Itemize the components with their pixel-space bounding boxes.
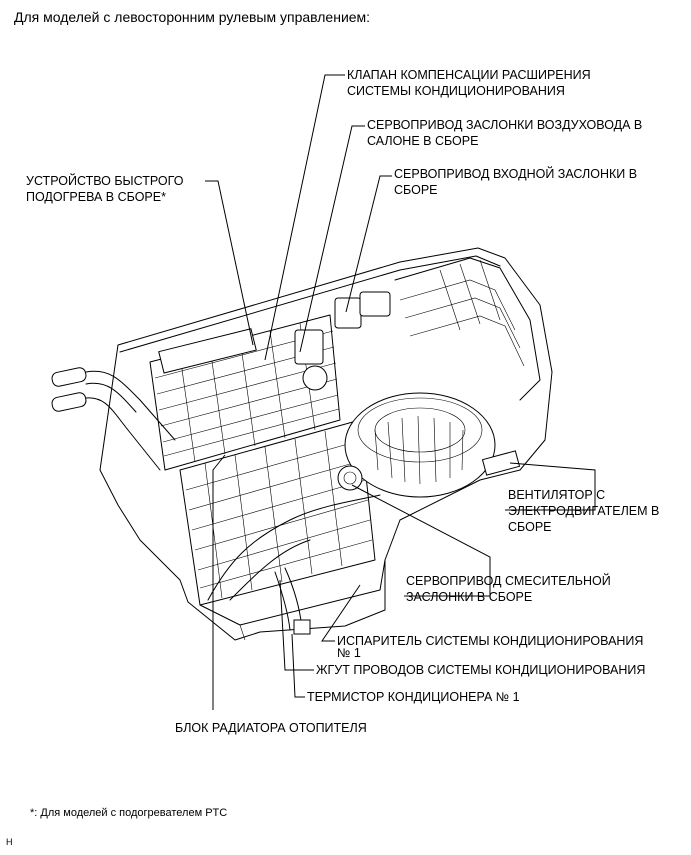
label-mix-servo: СЕРВОПРИВОД СМЕСИТЕЛЬНОЙ ЗАСЛОНКИ В СБОР… [406,573,611,605]
label-line: № 1 [337,646,361,660]
label-harness: ЖГУТ ПРОВОДОВ СИСТЕМЫ КОНДИЦИОНИРОВАНИЯ [316,663,646,677]
figure-code: H [6,837,13,847]
label-line: ВЕНТИЛЯТОР С [508,488,606,502]
label-line: СИСТЕМЫ КОНДИЦИОНИРОВАНИЯ [347,84,565,98]
footnote: *: Для моделей с подогревателем PTC [30,807,228,819]
label-quick-heater: УСТРОЙСТВО БЫСТРОГО ПОДОГРЕВА В СБОРЕ* [26,173,183,205]
page-title: Для моделей с левосторонним рулевым упра… [14,9,371,25]
label-expansion-valve: КЛАПАН КОМПЕНСАЦИИ РАСШИРЕНИЯ СИСТЕМЫ КО… [347,67,591,99]
label-line: СБОРЕ [394,183,438,197]
label-heater-core: БЛОК РАДИАТОРА ОТОПИТЕЛЯ [175,721,367,735]
label-blower: ВЕНТИЛЯТОР С ЭЛЕКТРОДВИГАТЕЛЕМ В СБОРЕ [508,487,659,535]
label-line: СЕРВОПРИВОД ЗАСЛОНКИ ВОЗДУХОВОДА В [367,118,643,132]
label-evaporator: ИСПАРИТЕЛЬ СИСТЕМЫ КОНДИЦИОНИРОВАНИЯ № 1 [337,633,643,661]
label-line: КЛАПАН КОМПЕНСАЦИИ РАСШИРЕНИЯ [347,68,591,82]
label-air-duct-servo: СЕРВОПРИВОД ЗАСЛОНКИ ВОЗДУХОВОДА В САЛОН… [367,117,642,149]
label-line: ИСПАРИТЕЛЬ СИСТЕМЫ КОНДИЦИОНИРОВАНИЯ [337,634,644,648]
label-line: СБОРЕ [508,520,552,534]
label-line: ЗАСЛОНКИ В СБОРЕ [406,590,533,604]
label-inlet-servo: СЕРВОПРИВОД ВХОДНОЙ ЗАСЛОНКИ В СБОРЕ [394,166,637,198]
label-line: СЕРВОПРИВОД ВХОДНОЙ ЗАСЛОНКИ В [394,167,638,181]
label-line: СЕРВОПРИВОД СМЕСИТЕЛЬНОЙ [406,574,611,588]
label-line: ПОДОГРЕВА В СБОРЕ* [26,190,166,204]
label-line: УСТРОЙСТВО БЫСТРОГО [26,174,184,188]
label-line: САЛОНЕ В СБОРЕ [367,134,479,148]
label-thermistor: ТЕРМИСТОР КОНДИЦИОНЕРА № 1 [307,690,520,704]
leader-lines [205,74,596,710]
label-line: ЭЛЕКТРОДВИГАТЕЛЕМ В [508,504,660,518]
